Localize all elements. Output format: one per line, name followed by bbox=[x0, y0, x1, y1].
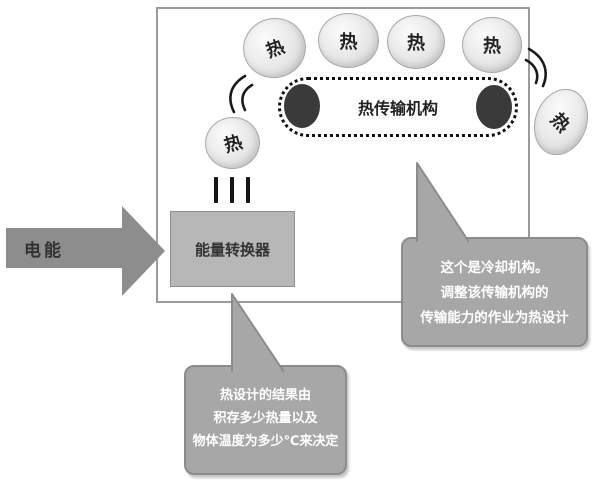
heat-bubble-escaped: 热 bbox=[524, 81, 598, 163]
energy-converter-label: 能量转换器 bbox=[194, 240, 270, 259]
heat-bubble-label: 热 bbox=[546, 109, 574, 137]
heat-bubble-label: 热 bbox=[339, 31, 358, 53]
heat-bubble: 热 bbox=[387, 15, 445, 69]
thermal-result-callout: 热设计的结果由 积存多少热量以及 物体温度为多少℃来决定 bbox=[184, 365, 347, 475]
heat-dash bbox=[230, 177, 234, 203]
heat-bubble-label: 热 bbox=[407, 33, 425, 54]
energy-converter-box: 能量转换器 bbox=[170, 211, 295, 287]
cooling-callout: 这个是冷却机构。 调整该传输机构的 传输能力的作业为热设计 bbox=[401, 237, 588, 347]
thermal-result-callout-tail bbox=[231, 293, 285, 373]
cooling-callout-line: 调整该传输机构的 bbox=[440, 285, 549, 301]
heat-rise-dashes bbox=[214, 177, 250, 203]
electric-energy-label: 电能 bbox=[24, 241, 64, 261]
cooling-callout-line: 这个是冷却机构。 bbox=[440, 260, 549, 276]
thermal-result-callout-line: 热设计的结果由 bbox=[219, 388, 311, 403]
gear-roller-right-icon bbox=[476, 85, 512, 129]
heat-dash bbox=[246, 177, 250, 203]
thermal-result-callout-line: 物体温度为多少℃来决定 bbox=[192, 434, 339, 449]
heat-bubble-label: 热 bbox=[483, 36, 501, 57]
cooling-callout-line: 传输能力的作业为热设计 bbox=[420, 310, 569, 326]
thermal-result-callout-line: 积存多少热量以及 bbox=[213, 411, 318, 426]
heat-dash bbox=[214, 177, 218, 203]
heat-bubble: 热 bbox=[462, 17, 522, 73]
heat-bubble-label: 热 bbox=[262, 36, 288, 63]
heat-bubble-label: 热 bbox=[221, 131, 245, 158]
motion-arc bbox=[527, 47, 547, 88]
heat-bubble: 热 bbox=[318, 13, 379, 68]
gear-roller-left-icon bbox=[284, 84, 320, 128]
heat-transfer-belt-label: 热传输机构 bbox=[357, 99, 438, 118]
